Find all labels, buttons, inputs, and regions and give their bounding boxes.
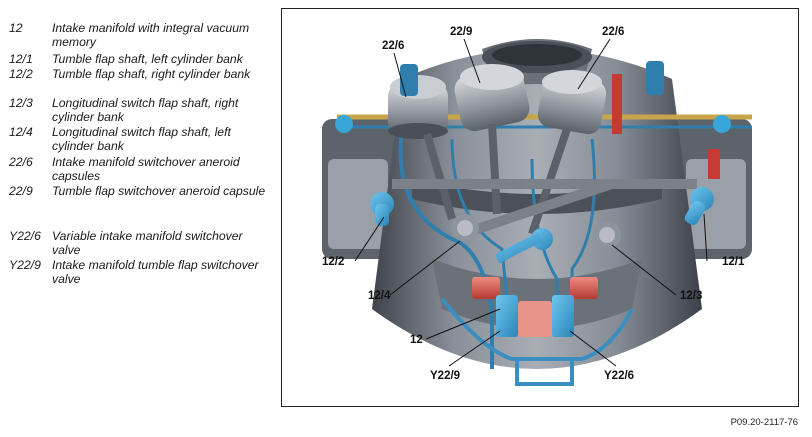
callout-12-3: 12/3 bbox=[680, 290, 702, 302]
callout-22-9: 22/9 bbox=[450, 26, 472, 38]
switchover-valves bbox=[472, 277, 598, 337]
valve-y22-6 bbox=[552, 295, 574, 337]
aneroid-capsule-center bbox=[454, 64, 530, 215]
legend-description: Longitudinal switch flap shaft, right cy… bbox=[52, 96, 239, 124]
figure-reference-code: P09.20-2117-76 bbox=[730, 417, 798, 428]
legend-description: Longitudinal switch flap shaft, left cyl… bbox=[52, 125, 231, 153]
callout-12-4: 12/4 bbox=[368, 290, 391, 302]
legend-code: Y22/9 bbox=[9, 258, 41, 272]
intake-manifold-illustration: 22/6 22/9 22/6 12/2 12/1 12/4 12/3 12 Y2… bbox=[322, 26, 752, 386]
callout-y22-6: Y22/6 bbox=[604, 370, 634, 382]
legend-description: Variable intake manifold switchover valv… bbox=[52, 229, 243, 257]
legend-description: Intake manifold switchover aneroid capsu… bbox=[52, 155, 240, 183]
legend-code: 22/6 bbox=[9, 155, 33, 169]
callout-12-2: 12/2 bbox=[322, 256, 344, 268]
legend-code: Y22/6 bbox=[9, 229, 41, 243]
legend-code: 12/3 bbox=[9, 96, 33, 110]
legend-description: Tumble flap shaft, right cylinder bank bbox=[52, 67, 251, 81]
legend-description: Tumble flap switchover aneroid capsule bbox=[52, 184, 266, 198]
flap-linkage bbox=[370, 179, 714, 264]
callout-22-6-right: 22/6 bbox=[602, 26, 624, 38]
legend-code: 12/1 bbox=[9, 52, 33, 66]
legend-description: Intake manifold tumble flap switchover v… bbox=[52, 258, 259, 286]
valve-y22-9 bbox=[496, 295, 518, 337]
legend-description: Intake manifold with integral vacuum mem… bbox=[52, 21, 250, 49]
side-fittings bbox=[335, 61, 731, 179]
legend-code: 12/2 bbox=[9, 67, 33, 81]
leader-lines bbox=[354, 38, 708, 367]
legend-code: 12 bbox=[9, 21, 23, 35]
callout-y22-9: Y22/9 bbox=[430, 370, 460, 382]
legend-code: 12/4 bbox=[9, 125, 33, 139]
callout-12: 12 bbox=[410, 334, 423, 346]
legend-description: Tumble flap shaft, left cylinder bank bbox=[52, 52, 243, 66]
engine-illustration-frame: 22/6 22/9 22/6 12/2 12/1 12/4 12/3 12 Y2… bbox=[281, 8, 799, 407]
callout-22-6-left: 22/6 bbox=[382, 40, 404, 52]
legend-code: 22/9 bbox=[9, 184, 33, 198]
callout-12-1: 12/1 bbox=[722, 256, 745, 268]
